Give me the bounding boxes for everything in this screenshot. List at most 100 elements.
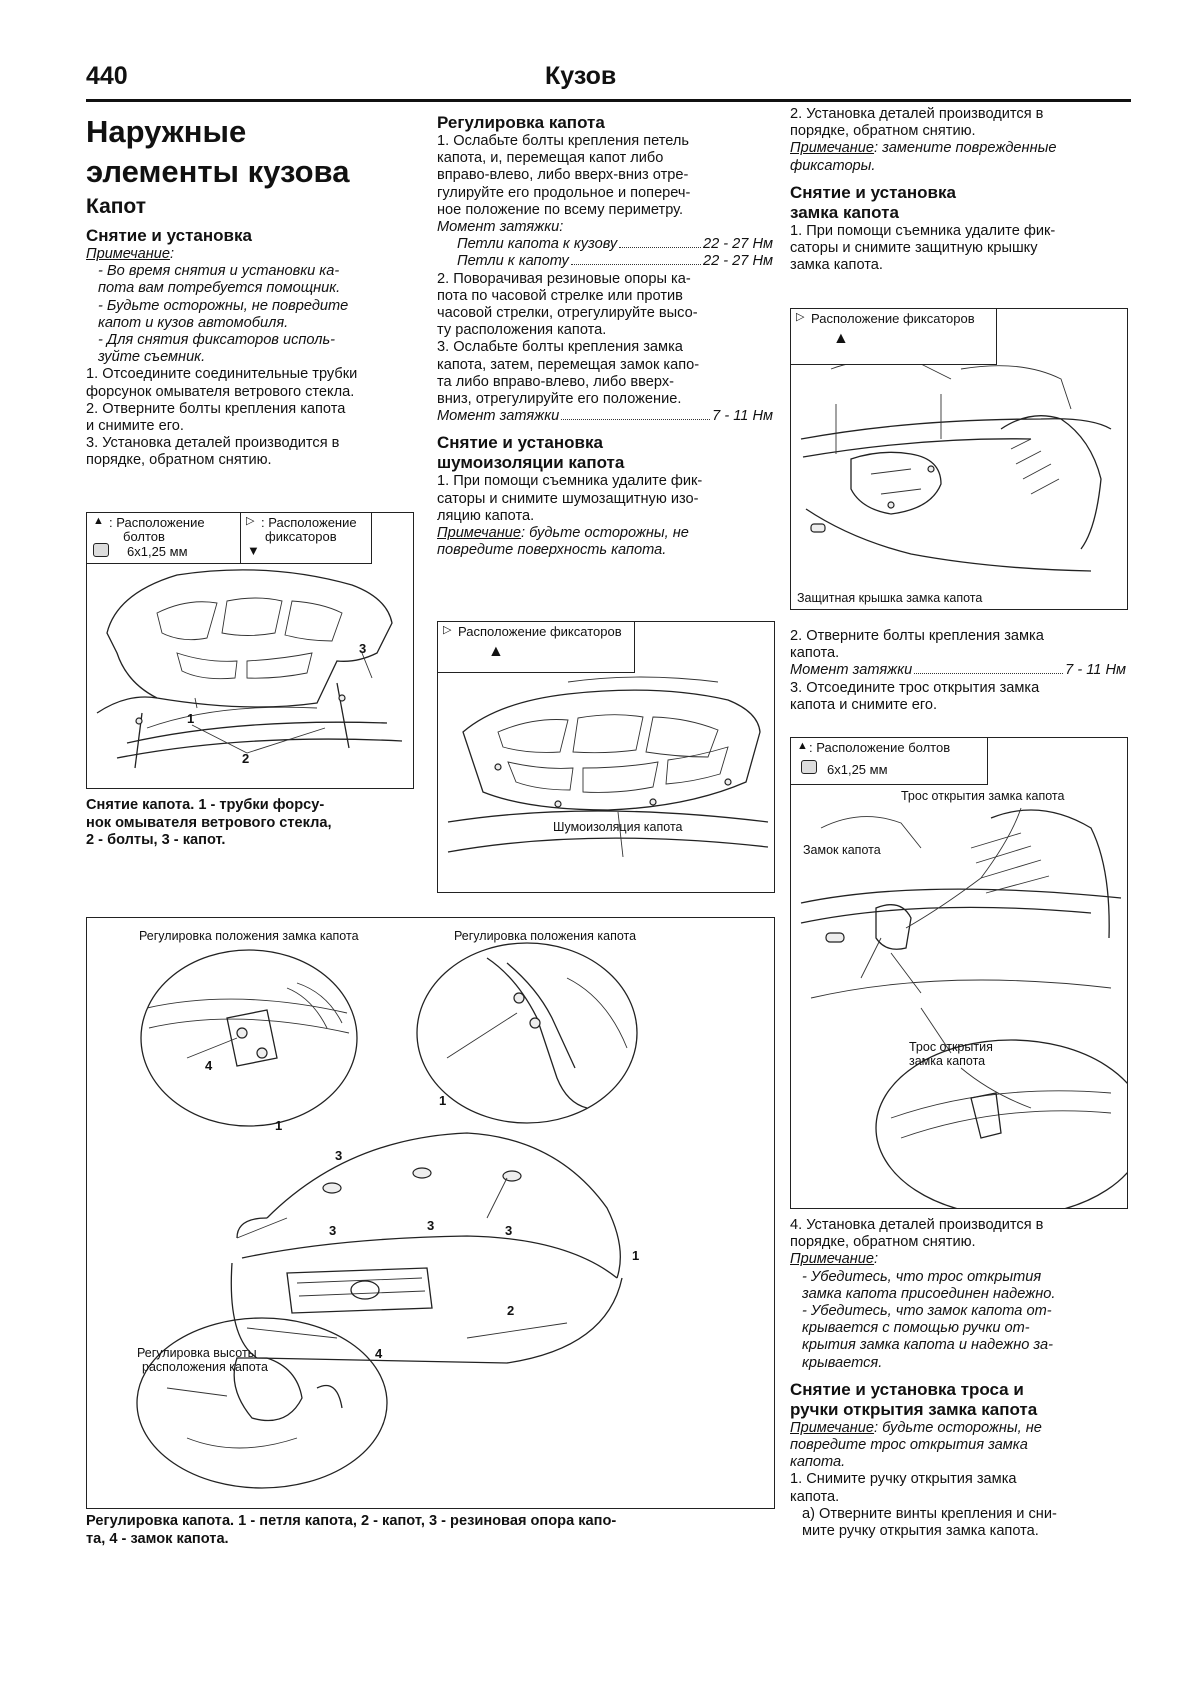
caption-line: нок омывателя ветрового стекла,: [86, 814, 332, 831]
torque-row-label: Петли капота к кузову: [457, 236, 618, 253]
insulation-label: Шумоизоляция капота: [553, 820, 683, 834]
note-line: фиксаторы.: [790, 157, 876, 174]
clip-location-icon: ▷: [796, 311, 805, 323]
note-line: повредите трос открытия замка: [790, 1437, 1028, 1454]
text-line: 1. При помощи съемника удалите фик-: [790, 222, 1056, 239]
legend-bolts-label: : Расположение болтов: [809, 740, 951, 755]
torque-row-label: Момент затяжки: [437, 408, 560, 425]
text-line: 1. Снимите ручку открытия замка: [790, 1471, 1017, 1488]
callout-1b: 1: [632, 1248, 640, 1263]
caption-line: Регулировка капота. 1 - петля капота, 2 …: [86, 1513, 617, 1529]
note-label: Примечание: [437, 525, 522, 542]
note-line: : будьте осторожны, не: [521, 525, 689, 542]
note-line: капот и кузов автомобиля.: [98, 314, 289, 331]
note-line: крывается с помощью ручки от-: [802, 1320, 1030, 1337]
bolt-location-icon: ▲: [797, 740, 808, 752]
note-line: повредите поверхность капота.: [437, 542, 667, 559]
text-line: саторы и снимите шумозащитную изо-: [437, 490, 699, 507]
column-3-middle: 2. Отверните болты крепления замка капот…: [790, 628, 1126, 714]
clip-icon: ▲: [833, 330, 849, 347]
hood-position-label: Регулировка положения капота: [454, 929, 637, 943]
bolts-legend: ▲ : Расположение болтов 6x1,25 мм: [87, 513, 243, 564]
text-line: ляцию капота.: [437, 507, 535, 524]
column-1: Наружные элементы кузова Капот Снятие и …: [86, 112, 412, 470]
lock-cover-figure: ▷ Расположение фиксаторов ▲ Защитная кры…: [790, 308, 1128, 610]
text-line: 2. Установка деталей производится в: [790, 106, 1044, 122]
callout-4b: 4: [375, 1346, 383, 1361]
text-line: вправо-влево, либо вверх-вниз отре-: [437, 167, 689, 184]
torque-row-value: 22 - 27 Нм: [702, 253, 773, 270]
note-line: - Убедитесь, что трос открытия: [802, 1268, 1042, 1285]
text-line: мите ручку открытия замка капота.: [802, 1523, 1039, 1540]
text-line: пота по часовой стрелке или против: [437, 287, 683, 304]
text-line: ное положение по всему периметру.: [437, 201, 684, 218]
legend-bolt-size: 6x1,25 мм: [127, 544, 188, 559]
hood-adjustment-caption: Регулировка капота. 1 - петля капота, 2 …: [86, 1513, 776, 1548]
subsection-title: Снятие и установка: [86, 226, 252, 245]
insulation-title-1: Снятие и установка: [437, 433, 603, 453]
legend-clips-label-2: фиксаторов: [265, 529, 337, 544]
legend-clips-label: Расположение фиксаторов: [458, 624, 622, 639]
step-line: 3. Установка деталей производится в: [86, 435, 340, 452]
callout-2: 2: [507, 1303, 515, 1318]
height-adjust-label: Регулировка высоты: [137, 1346, 257, 1360]
lock-title-2: замка капота: [790, 202, 899, 222]
note-label: Примечание: [790, 1419, 875, 1436]
clip-location-icon: ▷: [443, 624, 452, 636]
caption-line: Снятие капота. 1 - трубки форсу-: [86, 797, 325, 813]
clip-icon: ▲: [488, 643, 504, 660]
text-line: капота.: [790, 645, 840, 662]
bolt-icon: [801, 760, 817, 774]
note-line: - Во время снятия и установки ка-: [98, 263, 340, 280]
legend-bolts-label-2: болтов: [123, 529, 165, 544]
text-line: 4. Установка деталей производится в: [790, 1217, 1044, 1233]
bolt-icon: [93, 543, 109, 557]
text-line: ту расположения капота.: [437, 322, 607, 339]
lock-label: Замок капота: [803, 843, 881, 857]
clip-icon: ▼: [247, 543, 260, 558]
text-line: порядке, обратном снятию.: [790, 123, 976, 140]
note-label: Примечание: [790, 140, 875, 157]
hood-insulation-figure: ▷ Расположение фиксаторов ▲ Шумоизоляция…: [437, 621, 775, 893]
text-line: 3. Ослабьте болты крепления замка: [437, 339, 683, 356]
callout-3: 3: [359, 641, 367, 656]
note-line: замка капота присоединен надежно.: [802, 1285, 1056, 1302]
note-line: - Будьте осторожны, не повредите: [98, 297, 349, 314]
column-3: 2. Установка деталей производится в поря…: [790, 106, 1126, 274]
cable-title-2: ручки открытия замка капота: [790, 1399, 1038, 1419]
clips-legend: ▷ Расположение фиксаторов ▲: [438, 622, 635, 673]
lock-cover-drawing: [800, 359, 1112, 572]
clips-legend: ▷ Расположение фиксаторов ▲: [791, 309, 997, 365]
callout-3b: 3: [329, 1223, 337, 1238]
torque-label: Момент затяжки:: [437, 219, 564, 236]
hood-drawing: [96, 569, 403, 769]
step-line: порядке, обратном снятию.: [86, 452, 272, 469]
step-line: 2. Отверните болты крепления капота: [86, 400, 346, 417]
legend-clips-label: : Расположение: [261, 515, 357, 530]
hood-removal-figure: ▲ : Расположение болтов 6x1,25 мм ▷ : Ра…: [86, 512, 414, 789]
torque-row-label: Момент затяжки: [790, 662, 913, 679]
header-rule: [86, 99, 1131, 102]
main-title-line-2: элементы кузова: [86, 154, 350, 189]
note-line: крывается.: [802, 1354, 883, 1371]
text-line: 1. Ослабьте болты крепления петель: [437, 133, 690, 149]
text-line: вниз, отрегулируйте его положение.: [437, 391, 682, 408]
lock-cable-figure: ▲ : Расположение болтов 6x1,25 мм Трос о…: [790, 737, 1128, 1209]
text-line: 2. Отверните болты крепления замка: [790, 628, 1044, 644]
text-line: капота и снимите его.: [790, 696, 938, 713]
main-title-line-1: Наружные: [86, 114, 247, 149]
legend-clips-label: Расположение фиксаторов: [811, 311, 975, 326]
cable-label: Трос открытия замка капота: [901, 789, 1065, 803]
step-line: форсунок омывателя ветрового стекла.: [86, 383, 355, 400]
cable-label-2: Трос открытия: [909, 1040, 993, 1054]
bolt-location-icon: ▲: [93, 515, 104, 527]
text-line: 3. Отсоедините трос открытия замка: [790, 679, 1040, 696]
column-2: Регулировка капота 1. Ослабьте болты кре…: [437, 113, 773, 559]
note-line: пота вам потребуется помощник.: [98, 280, 341, 297]
page-number: 440: [86, 62, 128, 90]
adjust-title: Регулировка капота: [437, 113, 605, 132]
callout-1c: 1: [439, 1093, 447, 1108]
insulation-title-2: шумоизоляции капота: [437, 453, 625, 473]
